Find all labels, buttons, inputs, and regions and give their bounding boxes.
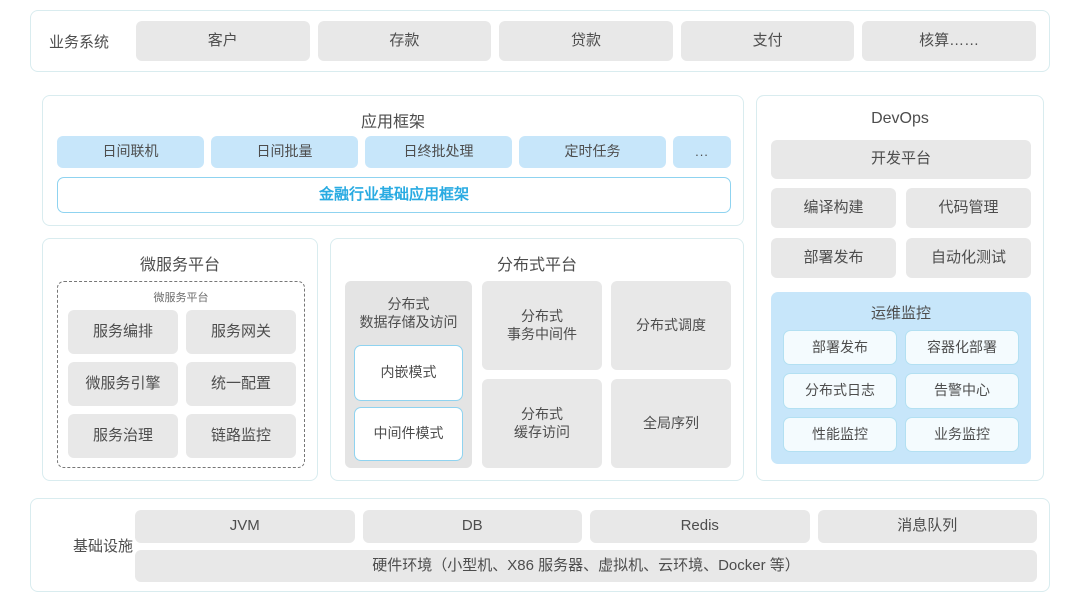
appframe-tile-more[interactable]: ... <box>673 136 731 168</box>
infra-tile-message-queue[interactable]: 消息队列 <box>817 510 1037 543</box>
micro-tile-trace-monitoring[interactable]: 链路监控 <box>186 414 296 458</box>
business-tile-accounting[interactable]: 核算…… <box>862 21 1036 61</box>
micro-tile-service-governance[interactable]: 服务治理 <box>68 414 178 458</box>
ops-monitoring-title: 运维监控 <box>870 305 931 322</box>
appframe-tile-eod-batch[interactable]: 日终批处理 <box>365 136 512 168</box>
appframe-tile-daytime-batch[interactable]: 日间批量 <box>211 136 358 168</box>
business-tile-customer[interactable]: 客户 <box>136 21 310 61</box>
business-tile-deposit[interactable]: 存款 <box>317 21 492 61</box>
infra-tile-db[interactable]: DB <box>362 510 582 543</box>
ops-tile-business-monitoring[interactable]: 业务监控 <box>905 416 1019 452</box>
micro-tile-service-gateway[interactable]: 服务网关 <box>186 310 296 354</box>
application-framework-panel: 应用框架 日间联机 日间批量 日终批处理 定时任务 ... 金融行业基础应用框架 <box>42 95 744 226</box>
microservice-platform-panel: 微服务平台 微服务平台 服务编排 服务网关 微服务引擎 统一配置 服务治理 链路… <box>42 238 318 481</box>
devops-panel: DevOps 开发平台 编译构建 代码管理 部署发布 自动化测试 运维监控 部署… <box>756 95 1044 481</box>
infra-tile-redis[interactable]: Redis <box>590 510 810 543</box>
dist-tile-global-sequence[interactable]: 全局序列 <box>611 379 731 468</box>
application-framework-tiles: 日间联机 日间批量 日终批处理 定时任务 ... <box>57 136 731 168</box>
devops-tile-code-management[interactable]: 代码管理 <box>906 188 1031 228</box>
distributed-platform-title: 分布式平台 <box>496 257 577 274</box>
micro-tile-microservice-engine[interactable]: 微服务引擎 <box>68 362 178 406</box>
microservice-tiles: 服务编排 服务网关 微服务引擎 统一配置 服务治理 链路监控 <box>68 310 296 458</box>
infrastructure-label: 基础设施 <box>73 537 134 555</box>
application-framework-title: 应用框架 <box>360 114 425 131</box>
distributed-storage-title: 分布式 数据存储及访问 <box>359 296 458 331</box>
dist-tile-scheduling[interactable]: 分布式调度 <box>611 281 731 370</box>
devops-tiles: 编译构建 代码管理 部署发布 自动化测试 <box>771 188 1031 278</box>
dist-tile-transaction-middleware[interactable]: 分布式 事务中间件 <box>482 281 602 370</box>
distributed-storage-mode-middleware[interactable]: 中间件模式 <box>354 407 463 461</box>
business-tile-payment[interactable]: 支付 <box>680 21 855 61</box>
devops-tile-automated-testing[interactable]: 自动化测试 <box>906 238 1031 278</box>
micro-tile-unified-config[interactable]: 统一配置 <box>186 362 296 406</box>
dist-tile-cache-access[interactable]: 分布式 缓存访问 <box>482 379 602 468</box>
devops-tile-dev-platform[interactable]: 开发平台 <box>771 140 1031 179</box>
business-tile-loan[interactable]: 贷款 <box>499 21 673 61</box>
devops-tile-compile-build[interactable]: 编译构建 <box>771 188 896 228</box>
microservice-inner-title: 微服务平台 <box>153 292 209 304</box>
appframe-tile-scheduled-task[interactable]: 定时任务 <box>519 136 666 168</box>
devops-title: DevOps <box>871 110 929 127</box>
microservice-platform-title: 微服务平台 <box>139 257 220 274</box>
devops-tile-deploy-release[interactable]: 部署发布 <box>771 238 896 278</box>
ops-monitoring-box: 运维监控 部署发布 容器化部署 分布式日志 告警中心 性能监控 业务监控 <box>771 292 1031 464</box>
infra-tile-jvm[interactable]: JVM <box>135 510 355 543</box>
microservice-inner-dashed-box: 微服务平台 服务编排 服务网关 微服务引擎 统一配置 服务治理 链路监控 <box>57 281 305 468</box>
business-system-layer: 业务系统 客户 存款 贷款 支付 核算…… <box>30 10 1050 72</box>
ops-tile-distributed-log[interactable]: 分布式日志 <box>783 373 897 409</box>
ops-tile-performance-monitoring[interactable]: 性能监控 <box>783 416 897 452</box>
distributed-storage-mode-embedded[interactable]: 内嵌模式 <box>354 345 463 401</box>
micro-tile-service-orchestration[interactable]: 服务编排 <box>68 310 178 354</box>
business-system-label: 业务系统 <box>49 33 110 51</box>
infra-tile-hardware-environment[interactable]: 硬件环境（小型机、X86 服务器、虚拟机、云环境、Docker 等） <box>135 550 1037 582</box>
distributed-platform-panel: 分布式平台 分布式 数据存储及访问 内嵌模式 中间件模式 分布式 事务中间件 分… <box>330 238 744 481</box>
distributed-platform-tiles: 分布式 事务中间件 分布式调度 分布式 缓存访问 全局序列 <box>482 281 731 468</box>
infrastructure-layer: 基础设施 JVM DB Redis 消息队列 硬件环境（小型机、X86 服务器、… <box>30 498 1050 592</box>
financial-base-framework-box[interactable]: 金融行业基础应用框架 <box>57 177 731 213</box>
ops-tile-alert-center[interactable]: 告警中心 <box>905 373 1019 409</box>
distributed-storage-column[interactable]: 分布式 数据存储及访问 内嵌模式 中间件模式 <box>345 281 472 468</box>
business-system-tiles: 客户 存款 贷款 支付 核算…… <box>136 21 1036 61</box>
ops-tile-deploy-release[interactable]: 部署发布 <box>783 330 897 366</box>
appframe-tile-daytime-online[interactable]: 日间联机 <box>57 136 204 168</box>
infrastructure-tiles: JVM DB Redis 消息队列 <box>135 510 1037 543</box>
ops-monitoring-tiles: 部署发布 容器化部署 分布式日志 告警中心 性能监控 业务监控 <box>783 330 1019 452</box>
ops-tile-containerized-deploy[interactable]: 容器化部署 <box>905 330 1019 366</box>
